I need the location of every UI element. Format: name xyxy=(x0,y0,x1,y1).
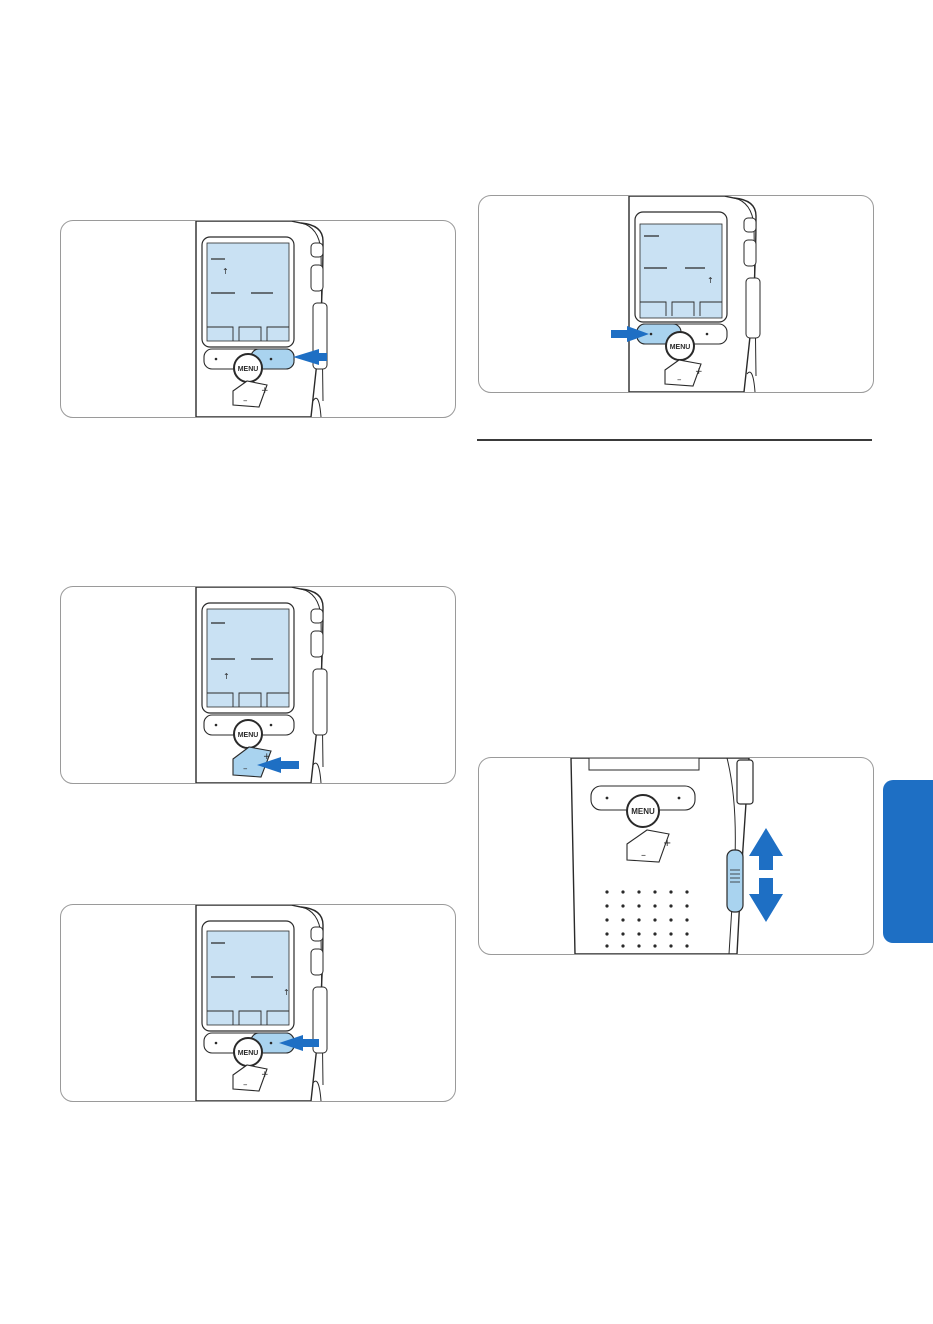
menu-button-label: MENU xyxy=(631,807,655,816)
svg-text:+: + xyxy=(261,1070,269,1080)
svg-text:+: + xyxy=(695,367,703,377)
up-arrow-icon xyxy=(749,828,783,870)
dictaphone-illustration: MENU – + xyxy=(479,758,873,954)
dictaphone-illustration: ↑ MENU – + xyxy=(61,221,455,417)
menu-button-label: MENU xyxy=(238,366,259,373)
figure-4-panel: ↑ MENU – + xyxy=(60,904,456,1102)
svg-text:↑: ↑ xyxy=(223,672,230,681)
svg-text:+: + xyxy=(261,386,269,396)
figure-2-panel: ↑ MENU – + xyxy=(478,195,874,393)
menu-button-label: MENU xyxy=(238,1050,259,1057)
svg-text:–: – xyxy=(677,375,682,385)
section-divider xyxy=(477,439,872,441)
svg-text:+: + xyxy=(263,752,271,762)
figure-1-panel: ↑ MENU – + xyxy=(60,220,456,418)
figure-5-panel: MENU – + xyxy=(478,757,874,955)
svg-text:–: – xyxy=(243,396,248,406)
svg-text:↑: ↑ xyxy=(283,988,290,997)
svg-text:–: – xyxy=(641,850,646,861)
dictaphone-illustration: ↑ MENU – + xyxy=(61,905,455,1101)
svg-text:↑: ↑ xyxy=(222,267,229,276)
svg-text:–: – xyxy=(243,1080,248,1090)
svg-text:↑: ↑ xyxy=(707,276,714,285)
menu-button-label: MENU xyxy=(238,732,259,739)
svg-text:+: + xyxy=(663,838,671,849)
menu-button-label: MENU xyxy=(670,344,691,351)
down-arrow-icon xyxy=(749,878,783,922)
dictaphone-illustration: ↑ MENU – + xyxy=(479,196,873,392)
figure-3-panel: ↑ MENU – + xyxy=(60,586,456,784)
svg-text:–: – xyxy=(243,764,248,774)
chapter-tab xyxy=(883,780,933,943)
dictaphone-illustration: ↑ MENU – + xyxy=(61,587,455,783)
side-slide-switch[interactable] xyxy=(727,850,743,912)
